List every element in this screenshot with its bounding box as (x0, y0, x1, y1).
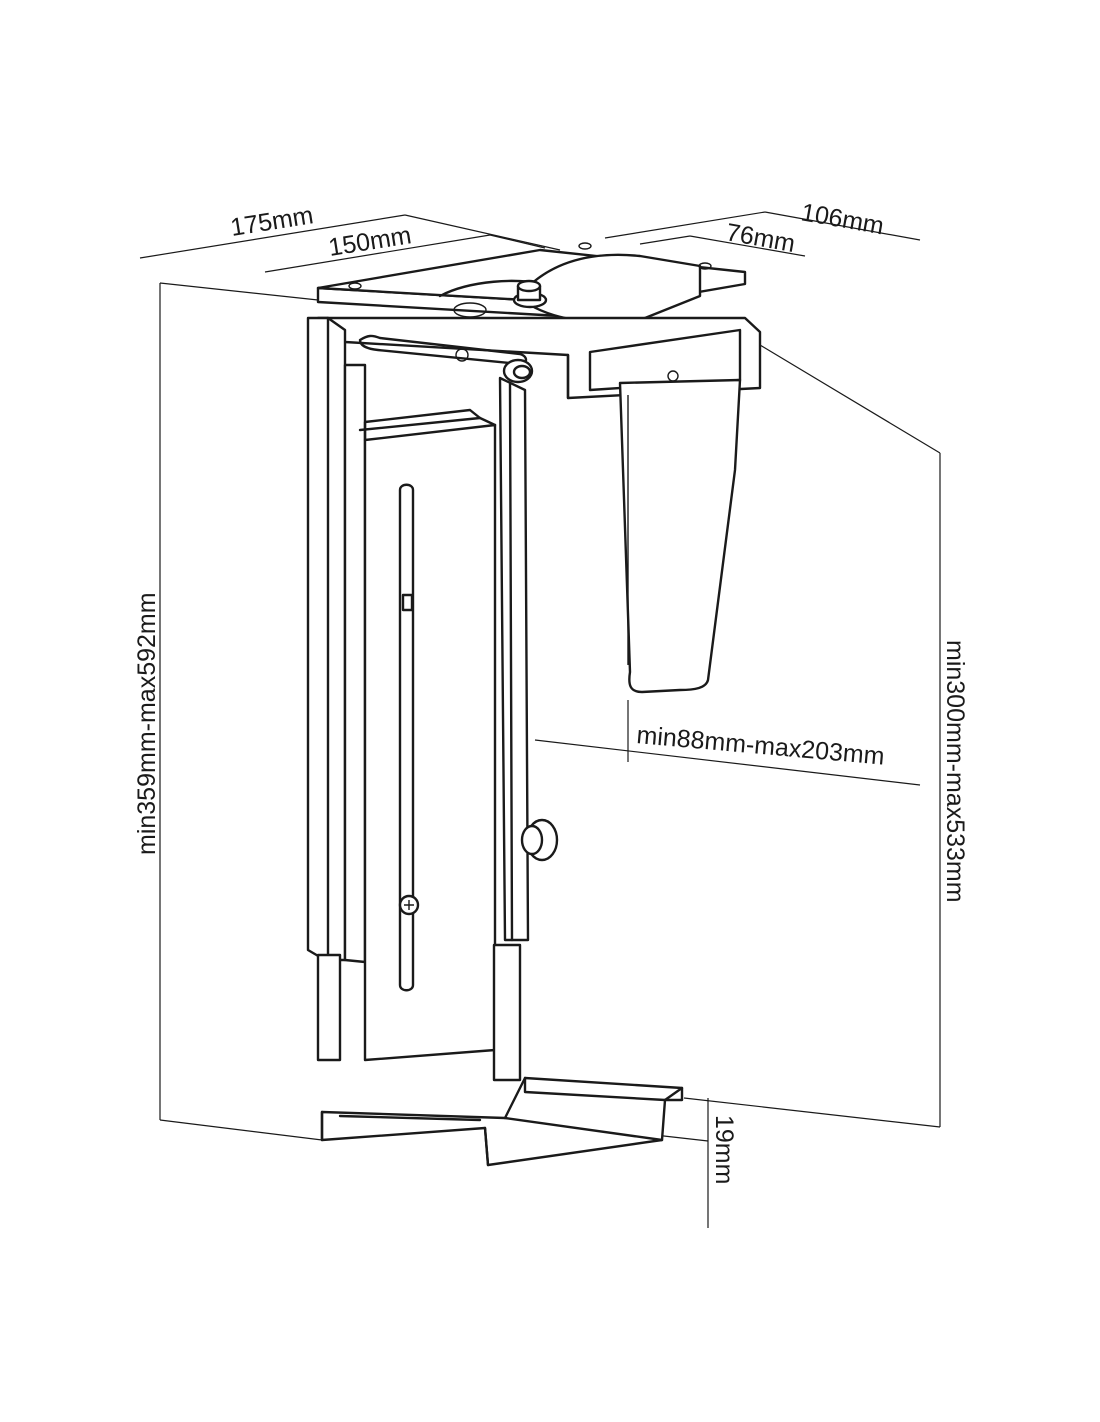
right-vertical-arm (492, 376, 559, 1082)
central-clamp-plate (358, 408, 497, 1062)
holder-drawing (306, 242, 762, 1167)
top-mount-plate (316, 242, 747, 324)
label-top-width-outer: 175mm (229, 201, 316, 242)
label-total-height: min359mm-max592mm (133, 592, 161, 855)
hanging-side-plate (618, 378, 742, 694)
label-top-depth-outer: 106mm (799, 198, 886, 240)
label-top-width-inner: 150mm (327, 221, 414, 262)
base-tray (320, 1076, 684, 1167)
label-width-range: min88mm-max203mm (635, 721, 885, 771)
label-inner-height: min300mm-max533mm (941, 640, 969, 903)
left-vertical-arm (306, 316, 367, 1062)
label-top-depth-inner: 76mm (724, 218, 797, 258)
dimension-lines (139, 211, 941, 1228)
label-base-lip: 19mm (710, 1115, 738, 1184)
